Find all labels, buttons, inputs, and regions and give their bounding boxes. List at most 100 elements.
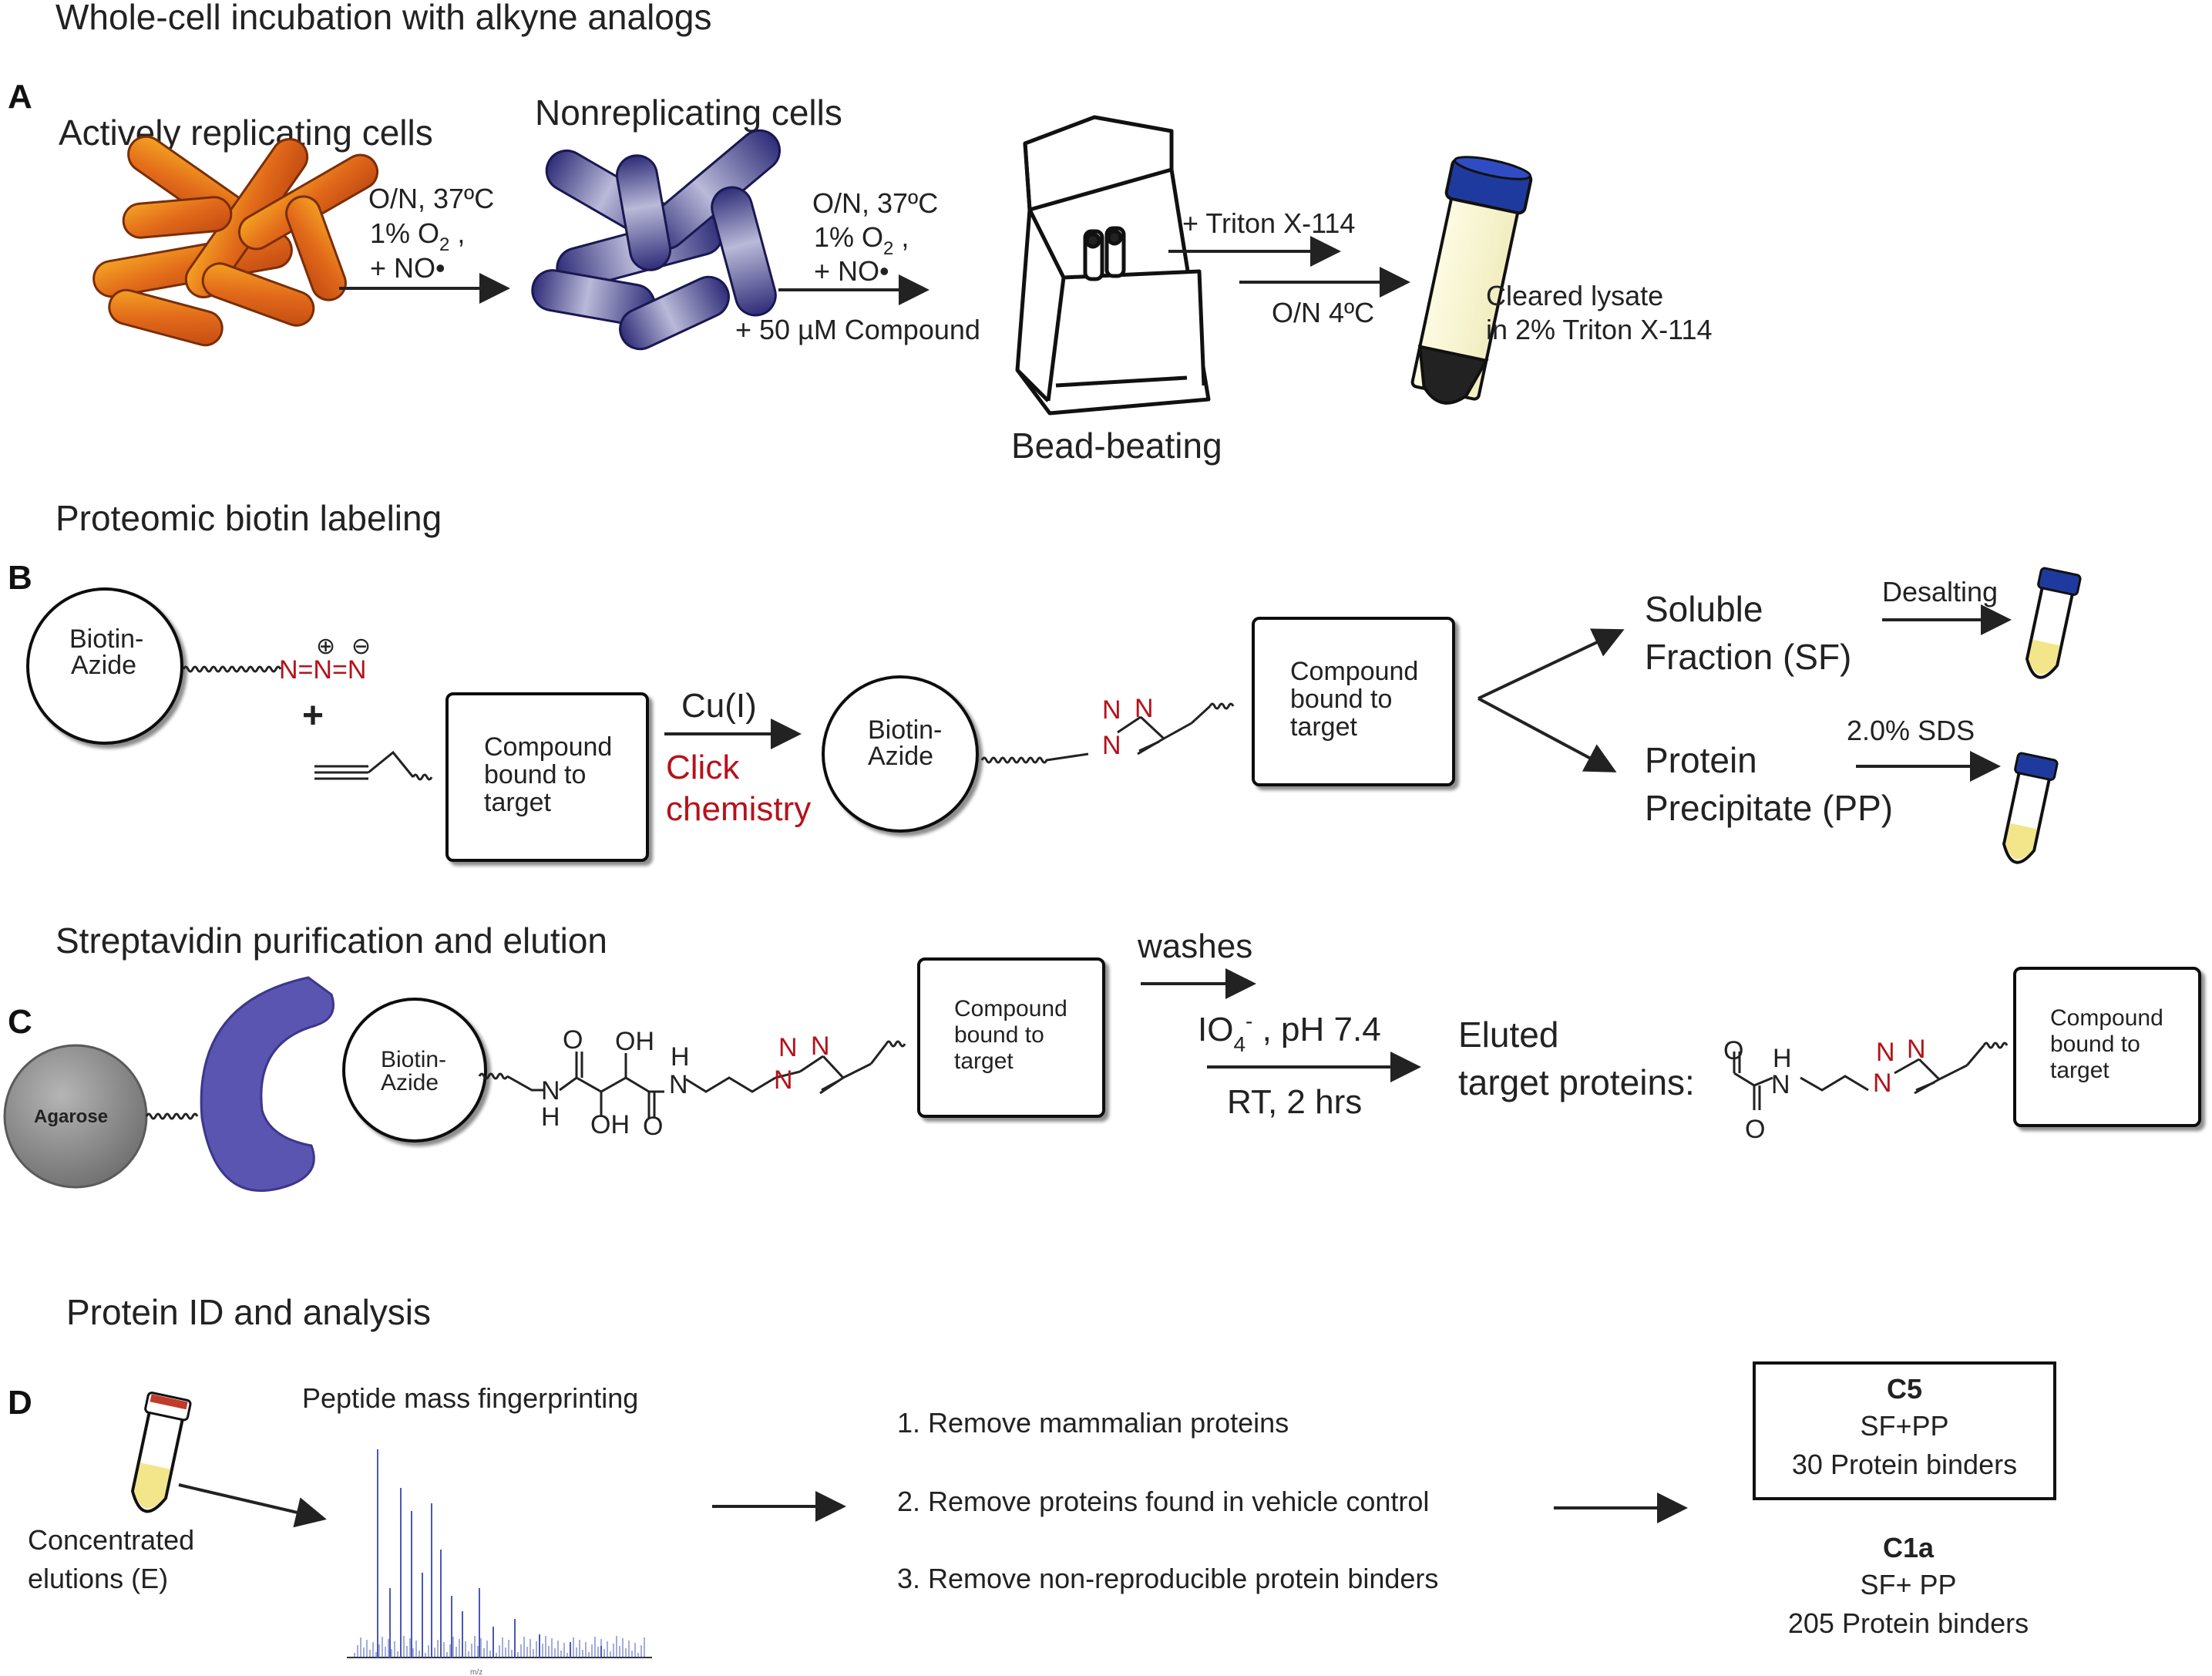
step1-conditions-line1: O/N, 37ºC [368, 183, 494, 214]
section-b-title: Proteomic biotin labeling [55, 498, 442, 538]
section-d-title: Protein ID and analysis [66, 1292, 431, 1332]
plus-sign: + [302, 695, 324, 736]
product-biotin-label-line2: Azide [868, 742, 933, 771]
c5-fractions: SF+PP [1860, 1410, 1948, 1442]
atom-o-bottom: O [643, 1112, 663, 1141]
c-compound-box-line2: bound to [954, 1022, 1044, 1048]
triazole-ring-b [1117, 702, 1235, 756]
biotin-azide-label-line2: Azide [71, 651, 136, 680]
section-c-title: Streptavidin purification and elution [55, 920, 607, 961]
atom-h-left: H [541, 1102, 560, 1132]
peptide-title: Peptide mass fingerprinting [302, 1382, 638, 1414]
bound-biotin-azide [342, 998, 487, 1143]
c-compound-box-line3: target [954, 1048, 1014, 1074]
panel-label-d: D [8, 1384, 32, 1422]
concentrated-label-line1: Concentrated [28, 1524, 194, 1556]
atom-n-left: N [541, 1076, 560, 1106]
lysate-label-line2: in 2% Triton X-114 [1486, 314, 1712, 345]
bound-biotin-label-line1: Biotin- [381, 1047, 446, 1072]
click-label-line2: chemistry [666, 790, 811, 828]
product-box-line2: bound to [1290, 685, 1392, 714]
elution-tube-icon [130, 1392, 192, 1513]
azide-negative-charge: ⊖ [351, 634, 371, 659]
elution-atom-n: N [1771, 1070, 1790, 1099]
nonreplicating-bacteria-icon [531, 129, 782, 351]
c1a-fractions: SF+ PP [1860, 1569, 1956, 1600]
soluble-label-line1: Soluble [1645, 589, 1763, 629]
azide-group: N=N=N [279, 655, 366, 685]
mass-spectrum-icon: m/z [347, 1449, 652, 1676]
biotin-azide-reagent [26, 587, 183, 745]
c-triazole-n3: N [774, 1065, 793, 1095]
product-biotin-label-line1: Biotin- [868, 715, 942, 745]
alkyne-group [314, 750, 433, 781]
overnight-cold-label: O/N 4ºC [1272, 297, 1374, 328]
biotin-azide-label-line1: Biotin- [69, 624, 143, 654]
atom-oh-bottom: OH [590, 1110, 630, 1139]
agarose-label: Agarose [34, 1106, 108, 1127]
bead-beating-label: Bead-beating [1011, 426, 1222, 466]
step2-oxygen: 1% O2 , [814, 221, 909, 259]
soluble-branch-arrow [1477, 628, 1625, 700]
lysate-tube-icon [1410, 156, 1533, 405]
precipitate-branch-arrow [1477, 697, 1617, 772]
filter-step-1: 1. Remove mammalian proteins [897, 1407, 1289, 1439]
washes-label: washes [1137, 927, 1252, 965]
filter-step-2: 2. Remove proteins found in vehicle cont… [897, 1486, 1429, 1517]
eluted-label-line2: target proteins: [1458, 1062, 1695, 1102]
eluted-label-line1: Eluted [1458, 1015, 1558, 1055]
compound-concentration: + 50 µM Compound [735, 314, 980, 345]
triazole-n-bottom: N [1102, 731, 1121, 760]
agarose-linker [145, 1112, 199, 1120]
compound-box-line1: Compound [484, 732, 612, 762]
catalyst-label: Cu(I) [681, 687, 757, 725]
elution-atom-o-top: O [1723, 1036, 1743, 1065]
step2-no: + NO• [814, 255, 889, 287]
c-compound-box [917, 957, 1105, 1118]
filter-step-3: 3. Remove non-reproducible protein binde… [897, 1563, 1438, 1594]
periodate-label: IO4- , pH 7.4 [1198, 1009, 1381, 1056]
product-biotin-azide [822, 675, 979, 833]
bead-beater-icon [1015, 115, 1211, 416]
elution-triazole-n1: N [1876, 1038, 1895, 1067]
replicating-cells-label: Actively replicating cells [59, 113, 433, 153]
click-label-line1: Click [666, 749, 740, 786]
compound-box-line2: bound to [484, 760, 586, 789]
step1-no: + NO• [370, 252, 445, 284]
c-compound-box-line1: Compound [954, 996, 1067, 1021]
replicating-bacteria-icon [92, 135, 379, 347]
product-box-line1: Compound [1290, 657, 1418, 686]
concentrated-label-line2: elutions (E) [28, 1563, 168, 1594]
streptavidin-shape [200, 976, 334, 1193]
panel-label-c: C [8, 1003, 32, 1041]
eluted-box-line1: Compound [2050, 1005, 2163, 1031]
product-linker [980, 752, 1089, 764]
svg-text:m/z: m/z [470, 1668, 482, 1676]
triazole-n-top-right: N [1135, 694, 1154, 723]
elution-atom-h: H [1773, 1044, 1792, 1073]
azide-positive-charge: ⊕ [316, 634, 335, 659]
panel-label-b: B [8, 559, 32, 597]
elution-triazole-n3: N [1873, 1069, 1892, 1098]
step2-conditions-line1: O/N, 37ºC [812, 187, 938, 219]
desalting-label: Desalting [1882, 576, 1998, 607]
precipitate-label-line2: Precipitate (PP) [1645, 788, 1893, 828]
compound-target-box [445, 692, 649, 862]
step1-oxygen: 1% O2 , [370, 217, 465, 255]
eluted-compound-box [2013, 967, 2201, 1127]
sds-label: 2.0% SDS [1847, 715, 1975, 746]
elution-atom-o-bottom: O [1745, 1115, 1765, 1144]
atom-n-right: N [669, 1070, 688, 1099]
c5-result-box [1753, 1361, 2056, 1500]
nonreplicating-cells-label: Nonreplicating cells [535, 93, 842, 133]
bound-biotin-label-line2: Azide [381, 1070, 439, 1095]
c1a-binders: 205 Protein binders [1788, 1607, 2029, 1639]
triazole-n-top-left: N [1102, 695, 1121, 725]
lysate-label-line1: Cleared lysate [1486, 280, 1663, 311]
triton-label: + Triton X-114 [1182, 207, 1355, 239]
panel-label-a: A [8, 78, 32, 116]
elution-triazole-n2: N [1907, 1035, 1926, 1064]
desalted-tube-icon [2025, 567, 2082, 679]
eluted-structure [1733, 1042, 2009, 1110]
